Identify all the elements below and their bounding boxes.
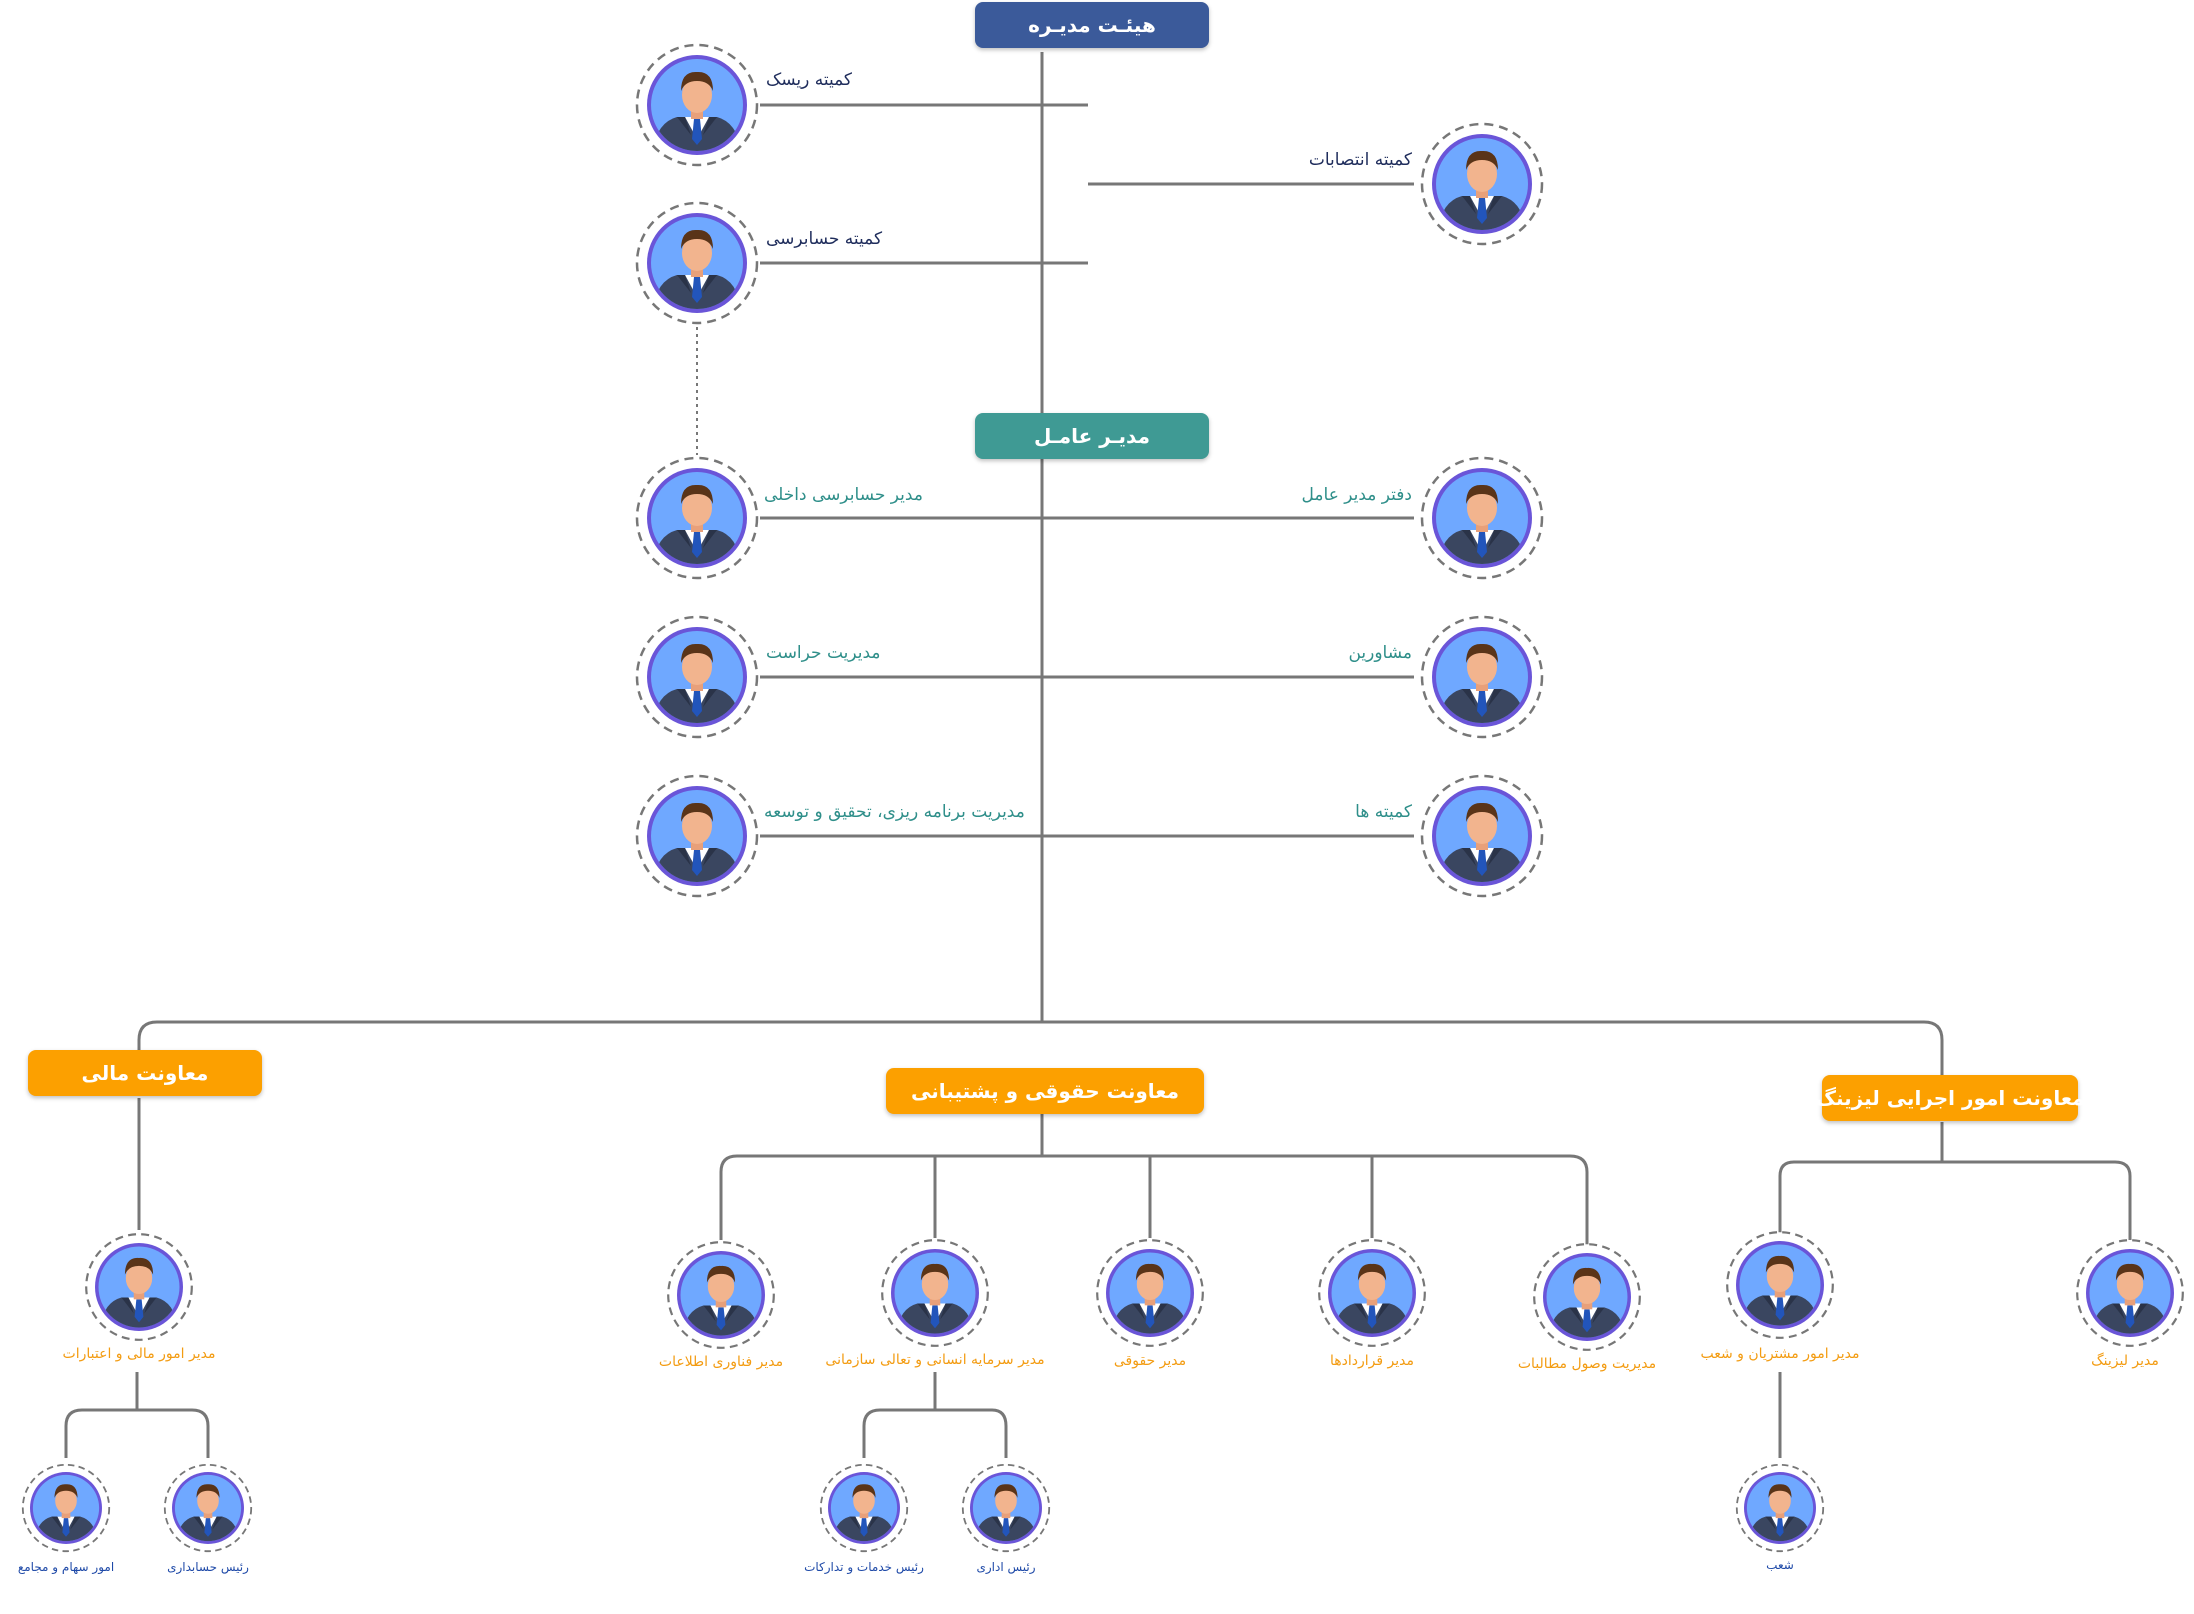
avatar-collection-manager [1534, 1244, 1640, 1350]
avatar-accounting [165, 1465, 251, 1551]
label-customers-manager: مدیر امور مشتریان و شعب [1700, 1346, 1860, 1362]
avatar-shares [23, 1465, 109, 1551]
label-advisors: مشاورین [1348, 643, 1412, 663]
label-internal-audit: مدیر حسابرسی داخلی [764, 485, 923, 505]
avatar-audit-committee [637, 203, 757, 323]
label-legal-manager: مدیر حقوقی [1113, 1353, 1187, 1369]
label-admin: رئیس اداری [976, 1560, 1036, 1574]
label-planning: مدیریت برنامه ریزی، تحقیق و توسعه [764, 802, 1025, 822]
label-shares: امور سهام و مجامع [17, 1560, 115, 1574]
ceo-box[interactable]: مدیـر عامـل [975, 413, 1209, 459]
label-committees: کمیته ها [1355, 802, 1412, 822]
label-accounting: رئیس حسابداری [167, 1560, 249, 1574]
label-branches: شعب [1766, 1558, 1794, 1572]
label-appointments-committee: کمیته انتصابات [1308, 150, 1412, 170]
avatar-customers-manager [1727, 1232, 1833, 1338]
label-security: مدیریت حراست [766, 643, 881, 663]
label-finance-manager: مدیر امور مالی و اعتبارات [62, 1346, 216, 1362]
avatar-leasing-manager [2077, 1240, 2183, 1346]
legal-deputy-box[interactable]: معاونت حقوقی و پشتیبانی [886, 1068, 1204, 1114]
label-contracts-manager: مدیر قراردادها [1330, 1353, 1414, 1369]
label-ceo-office: دفتر مدیر عامل [1301, 485, 1412, 505]
avatar-ceo-office [1422, 458, 1542, 578]
avatar-advisors [1422, 617, 1542, 737]
avatar-internal-audit [637, 458, 757, 578]
label-it-manager: مدیر فناوری اطلاعات [658, 1354, 784, 1370]
avatar-it-manager [668, 1242, 774, 1348]
finance-deputy-box[interactable]: معاونت مالی [28, 1050, 262, 1096]
avatar-appointments-committee [1422, 124, 1542, 244]
avatar-security [637, 617, 757, 737]
avatar-admin [963, 1465, 1049, 1551]
board-box[interactable]: هیئـت مدیـره [975, 2, 1209, 48]
label-collection-manager: مدیریت وصول مطالبات [1517, 1356, 1657, 1372]
leasing-deputy-box[interactable]: معاونت امور اجرایی لیزینگ [1815, 1075, 2085, 1121]
avatar-contracts-manager [1319, 1240, 1425, 1346]
avatar-hr-manager [882, 1240, 988, 1346]
label-audit-committee: کمیته حسابرسی [766, 229, 883, 249]
avatar-branches [1737, 1465, 1823, 1551]
label-hr-manager: مدیر سرمایه انسانی و تعالی سازمانی [825, 1352, 1045, 1368]
connector-lines [64, 52, 2132, 1458]
avatar-finance-manager [86, 1234, 192, 1340]
avatar-planning [637, 776, 757, 896]
avatar-risk-committee [637, 45, 757, 165]
avatar-committees [1422, 776, 1542, 896]
avatar-services [821, 1465, 907, 1551]
label-leasing-manager: مدیر لیزینگ [2091, 1353, 2159, 1369]
label-risk-committee: کمیته ریسک [766, 70, 853, 90]
label-services: رئیس خدمات و تدارکات [804, 1560, 924, 1574]
avatar-legal-manager [1097, 1240, 1203, 1346]
